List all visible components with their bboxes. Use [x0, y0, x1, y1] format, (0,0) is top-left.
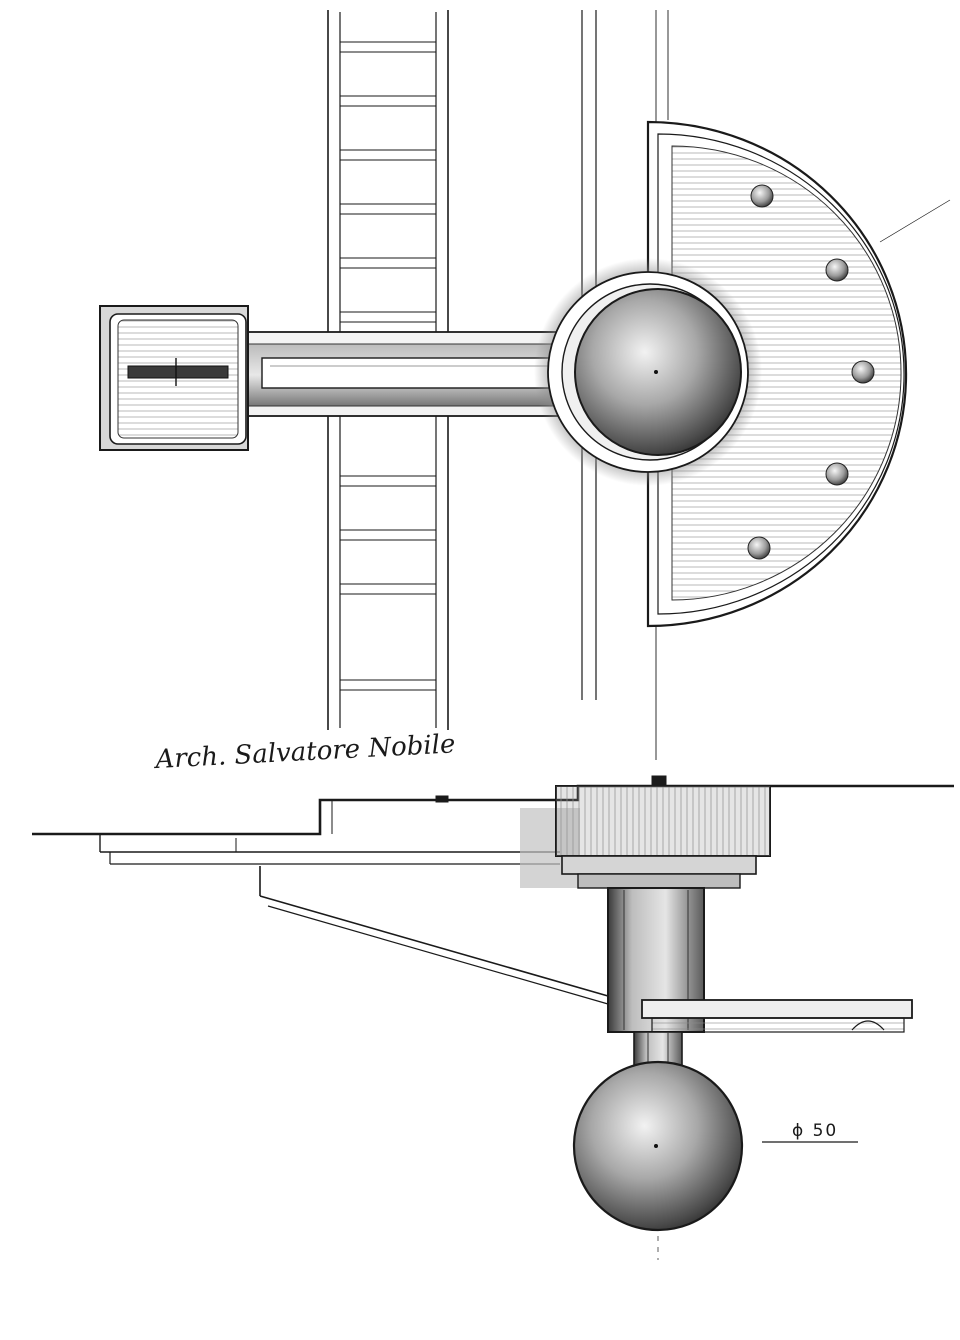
plan-view: Arch. Salvatore Nobile: [99, 10, 951, 1260]
hub-sphere-plan: [534, 258, 762, 486]
elevation-view: ϕ 50: [32, 775, 954, 1232]
stud: [825, 462, 849, 486]
stud: [851, 360, 875, 384]
ladder-rungs: [340, 41, 436, 691]
sphere-elevation: [572, 1060, 744, 1232]
side-arm: [641, 999, 913, 1033]
stud: [750, 184, 774, 208]
stud: [825, 258, 849, 282]
end-box: [99, 305, 249, 451]
arm-beam: [239, 331, 581, 417]
diagonal-strut: [259, 866, 609, 1005]
ladder-track: [327, 10, 449, 730]
diameter-label: ϕ 50: [792, 1121, 838, 1141]
column-head: [555, 785, 771, 889]
slab-lines: [32, 775, 954, 865]
half-disk-platform: [646, 120, 908, 628]
signature: Arch. Salvatore Nobile: [153, 729, 456, 775]
diameter-dimension: ϕ 50: [762, 1121, 858, 1143]
stud: [747, 536, 771, 560]
platform-studs: [747, 184, 875, 560]
signature-text: Arch. Salvatore Nobile: [153, 729, 456, 775]
